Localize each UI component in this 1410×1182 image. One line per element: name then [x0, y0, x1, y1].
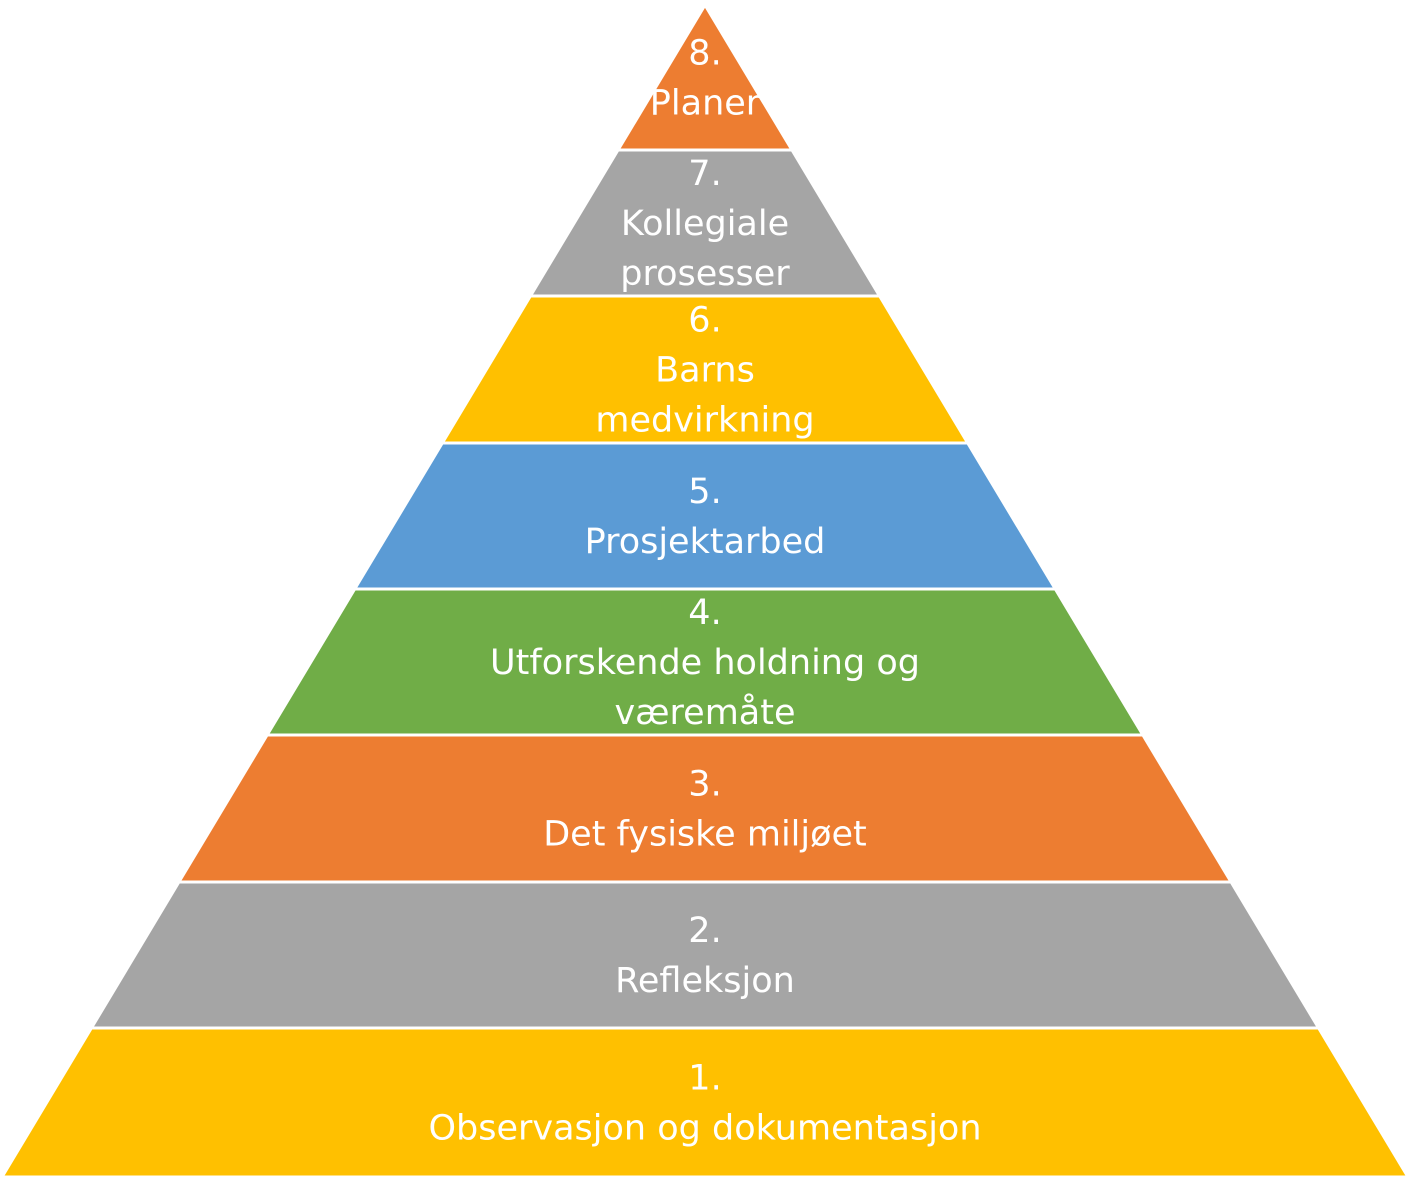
pyramid-tier-number: 2.: [688, 911, 721, 951]
pyramid-tier-label: Observasjon og dokumentasjon: [428, 1109, 981, 1149]
pyramid-tier-label: Barns: [655, 351, 755, 391]
pyramid-tier-shape: [0, 1026, 1410, 1179]
pyramid-tier-label: Utforskende holdning og: [490, 643, 920, 683]
pyramid-tier-label: Prosjektarbed: [585, 522, 826, 562]
pyramid-tier-3: 3. Det fysiske miljøet: [177, 733, 1233, 884]
pyramid-tier-5: 5. Prosjektarbed: [353, 441, 1057, 591]
pyramid-tier-label: Refleksjon: [615, 961, 795, 1001]
pyramid-tier-number: 1.: [688, 1059, 721, 1099]
pyramid-tier-number: 3.: [688, 765, 721, 805]
pyramid-tier-label: væremåte: [614, 692, 795, 733]
pyramid-tier-number: 8.: [688, 34, 721, 74]
pyramid-tier-8: 8. Planer: [616, 3, 794, 152]
pyramid-tier-label: prosesser: [620, 254, 790, 294]
pyramid-tier-2: 2. Refleksjon: [89, 880, 1321, 1030]
pyramid-tier-4: 4. Utforskende holdning og væremåte: [265, 587, 1145, 737]
pyramid-tier-shape: [353, 441, 1057, 591]
pyramid-tier-shape: [89, 880, 1321, 1030]
pyramid-tier-1: 1. Observasjon og dokumentasjon: [0, 1026, 1410, 1179]
pyramid-tier-7: 7. Kollegiale prosesser: [528, 148, 882, 298]
pyramid-tier-number: 6.: [688, 301, 721, 341]
pyramid-tier-label: Planer: [650, 84, 761, 124]
pyramid-tier-label: Kollegiale: [621, 204, 789, 244]
pyramid-tier-label: medvirkning: [595, 401, 814, 441]
pyramid-tier-shape: [616, 3, 794, 152]
pyramid-tier-number: 7.: [688, 154, 721, 194]
pyramid-tier-6: 6. Barns medvirkning: [440, 294, 970, 445]
pyramid-tier-number: 4.: [688, 593, 721, 633]
pyramid-tier-number: 5.: [688, 472, 721, 512]
pyramid-tier-shape: [177, 733, 1233, 884]
pyramid-tier-label: Det fysiske miljøet: [543, 815, 867, 855]
